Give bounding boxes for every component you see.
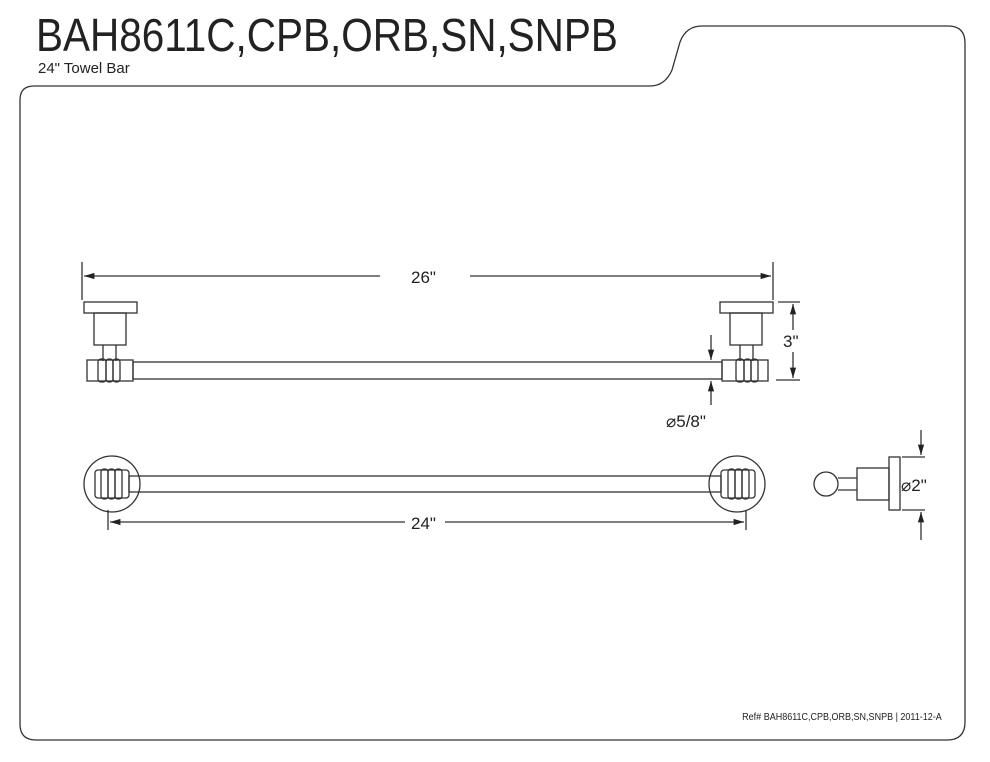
drawing-title: BAH8611C,CPB,ORB,SN,SNPB bbox=[36, 9, 618, 61]
side-view bbox=[813, 430, 925, 540]
drawing-frame bbox=[19, 25, 966, 741]
top-view bbox=[83, 455, 766, 530]
front-view bbox=[81, 262, 800, 405]
bar-diameter-label: ⌀5/8" bbox=[666, 412, 706, 431]
bar-length-label: 24" bbox=[411, 514, 436, 533]
drawing-subtitle: 24" Towel Bar bbox=[38, 60, 130, 77]
flange-diameter-label: ⌀2" bbox=[901, 476, 927, 495]
overall-length-label: 26" bbox=[411, 268, 436, 287]
projection-label: 3" bbox=[783, 332, 799, 351]
reference-note: Ref# BAH8611C,CPB,ORB,SN,SNPB | 2011-12-… bbox=[742, 712, 942, 723]
